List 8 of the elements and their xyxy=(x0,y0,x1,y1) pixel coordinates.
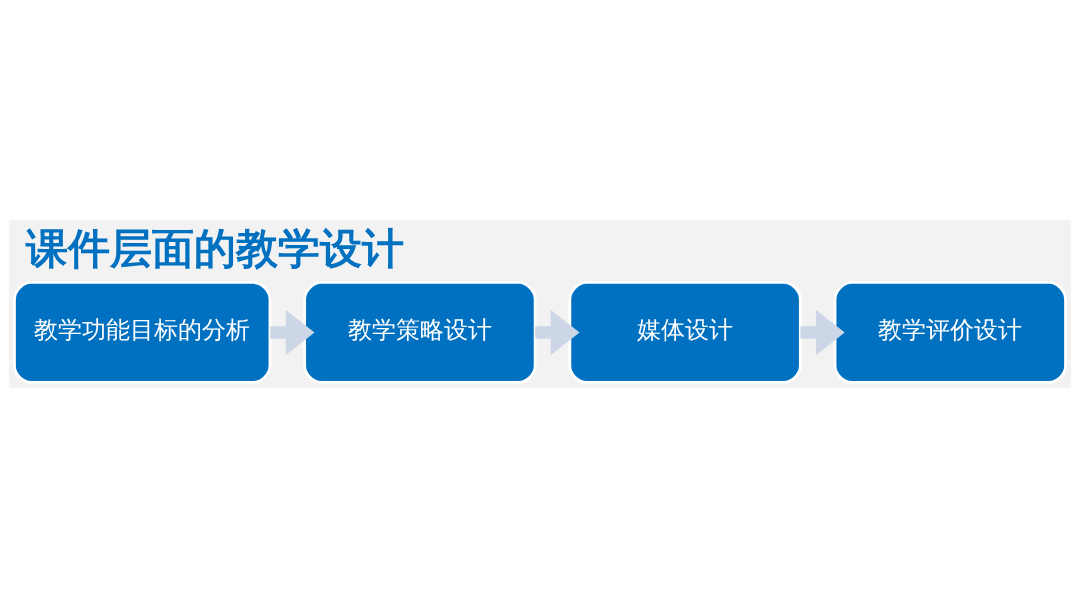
arrow xyxy=(535,309,580,356)
node-box: 教学功能目标的分析 xyxy=(13,281,272,384)
arrow xyxy=(270,309,315,356)
diagram-title: 课件层面的教学设计 xyxy=(25,224,404,274)
arrow xyxy=(800,309,845,356)
node-box: 教学策略设计 xyxy=(303,281,537,384)
node-box: 教学评价设计 xyxy=(833,281,1067,384)
node-box: 媒体设计 xyxy=(568,281,802,384)
